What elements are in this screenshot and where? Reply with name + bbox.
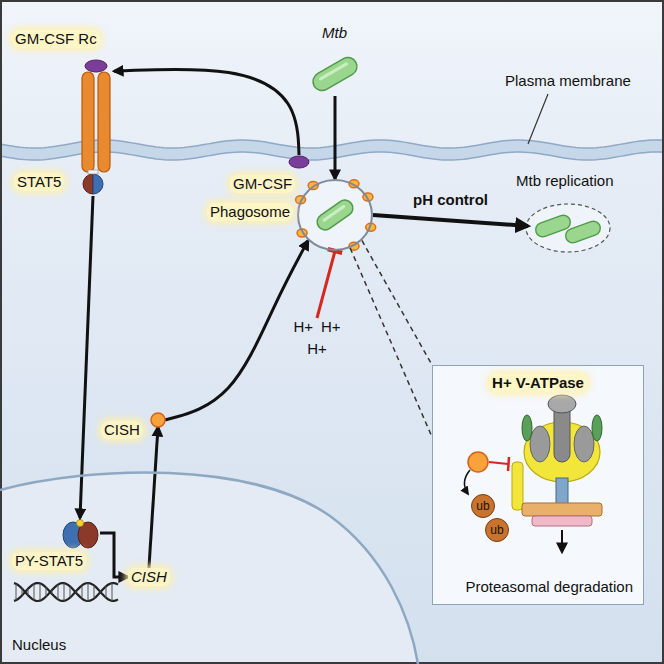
node-label: GM-CSF: [230, 175, 295, 193]
stat5-dimer: PY-STAT5: [60, 518, 100, 548]
arrow-connector: [100, 533, 128, 577]
nucleus-fill: [0, 473, 418, 664]
node-label: H+: [293, 318, 313, 336]
nucleus: Nucleus PY-STAT5CISH: [0, 466, 420, 664]
node-label: H+: [321, 318, 341, 336]
phagosome-fill: [297, 179, 373, 251]
part-label: Plasma membrane: [505, 72, 631, 90]
stat5-symbol: [83, 170, 103, 194]
node-label: CISH: [101, 421, 143, 439]
arrow-connector: [149, 427, 158, 568]
inhibition-line: [317, 251, 335, 318]
arrow-connector: [165, 240, 308, 420]
receptor: GM-CSF Rc: [78, 60, 114, 172]
node-label: CISH: [128, 568, 170, 586]
node-label: ub: [490, 523, 503, 537]
arrow-connector: [373, 215, 528, 226]
leader-line: [528, 94, 548, 144]
phagosome: Phagosome: [297, 179, 373, 251]
inset-fill: [432, 365, 644, 605]
dna-symbol: [14, 583, 118, 601]
cish-dot: [151, 413, 165, 427]
bacterium-symbol: [314, 197, 356, 233]
v-atpase-symbol: [512, 395, 602, 552]
bacterium: Mtb: [308, 52, 362, 96]
node-label: Mtb: [322, 24, 347, 42]
node-label: STAT5: [14, 173, 64, 191]
cish-symbol: [464, 452, 509, 494]
replication-symbol: [526, 204, 610, 252]
node-label: PY-STAT5: [12, 552, 86, 570]
node-label: GM-CSF Rc: [12, 30, 100, 48]
dashed-callout-line: [350, 248, 432, 437]
node-label: Phagosome: [207, 203, 293, 221]
v-atpase-dots: [296, 180, 376, 250]
cish-protein: CISH: [151, 413, 165, 427]
inset-title: H+ V-ATPase: [489, 374, 587, 392]
node-label: H+: [307, 340, 327, 358]
bacterium-symbol: [310, 54, 361, 94]
inset-box: H+ V-ATPaseProteasomal degradation ubub: [432, 365, 644, 605]
cytokine: GM-CSF: [288, 155, 310, 169]
node-label: Mtb replication: [516, 172, 614, 190]
ligand-symbol: [289, 156, 309, 168]
arrow-connector: [114, 69, 299, 155]
node-label: Nucleus: [12, 636, 66, 654]
node-label: ub: [476, 499, 489, 513]
edge-label: pH control: [413, 191, 488, 209]
replication: Mtb replication: [528, 200, 608, 252]
inset-caption: Proteasomal degradation: [465, 578, 633, 596]
phagosome-outline: [297, 179, 373, 251]
gene-label: CISH: [128, 568, 170, 586]
stat5-dimer-symbol: [63, 520, 98, 549]
proton-group: H+ H+ H+: [282, 318, 352, 362]
arrow-connector: [80, 196, 93, 518]
plasma-membrane: [0, 140, 664, 160]
ubiquitin: ub: [471, 494, 495, 518]
dashed-callout-line: [362, 240, 432, 365]
receptor-symbol: [82, 60, 110, 172]
ubiquitin: ub: [485, 518, 509, 542]
arrow-connector: [334, 96, 337, 179]
stat5-protein: STAT5: [76, 170, 110, 196]
